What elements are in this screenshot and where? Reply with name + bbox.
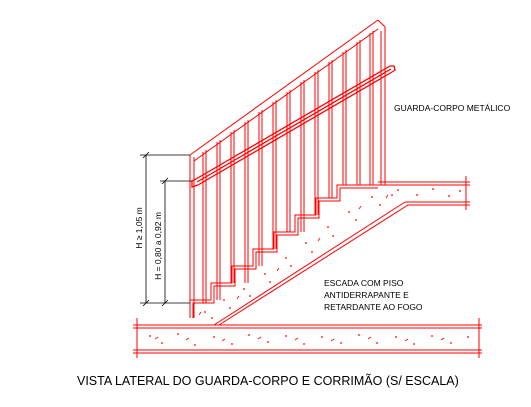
dimension-total-height: H ≥ 1,05 m (134, 207, 144, 249)
stair-label-line-3: RETARDANTE AO FOGO (324, 302, 423, 312)
ground-slab (133, 318, 482, 358)
stair-steps (189, 184, 378, 318)
drawing-caption: VISTA LATERAL DO GUARDA-CORPO E CORRIMÃO… (77, 374, 459, 388)
ground-hatch-ticks (154, 336, 445, 342)
stair-hatch-ticks (198, 194, 389, 316)
guardrail-label: GUARDA-CORPO METÁLICO (394, 103, 511, 113)
dimension-handrail-height: H = 0,80 a 0,92 m (153, 212, 163, 280)
ground-concrete-hatch (149, 333, 469, 346)
handrail (191, 65, 396, 188)
stair-label-line-1: ESCADA COM PISO (324, 278, 404, 288)
stair-slab-underside (213, 201, 409, 326)
stair-concrete-hatch (204, 194, 393, 319)
landing-concrete-hatch (397, 188, 461, 197)
dimension-lines (140, 151, 192, 307)
upper-landing-slab (378, 176, 470, 210)
stair-label-line-2: ANTIDERRAPANTE E (324, 290, 409, 300)
guardrail (189, 19, 386, 318)
